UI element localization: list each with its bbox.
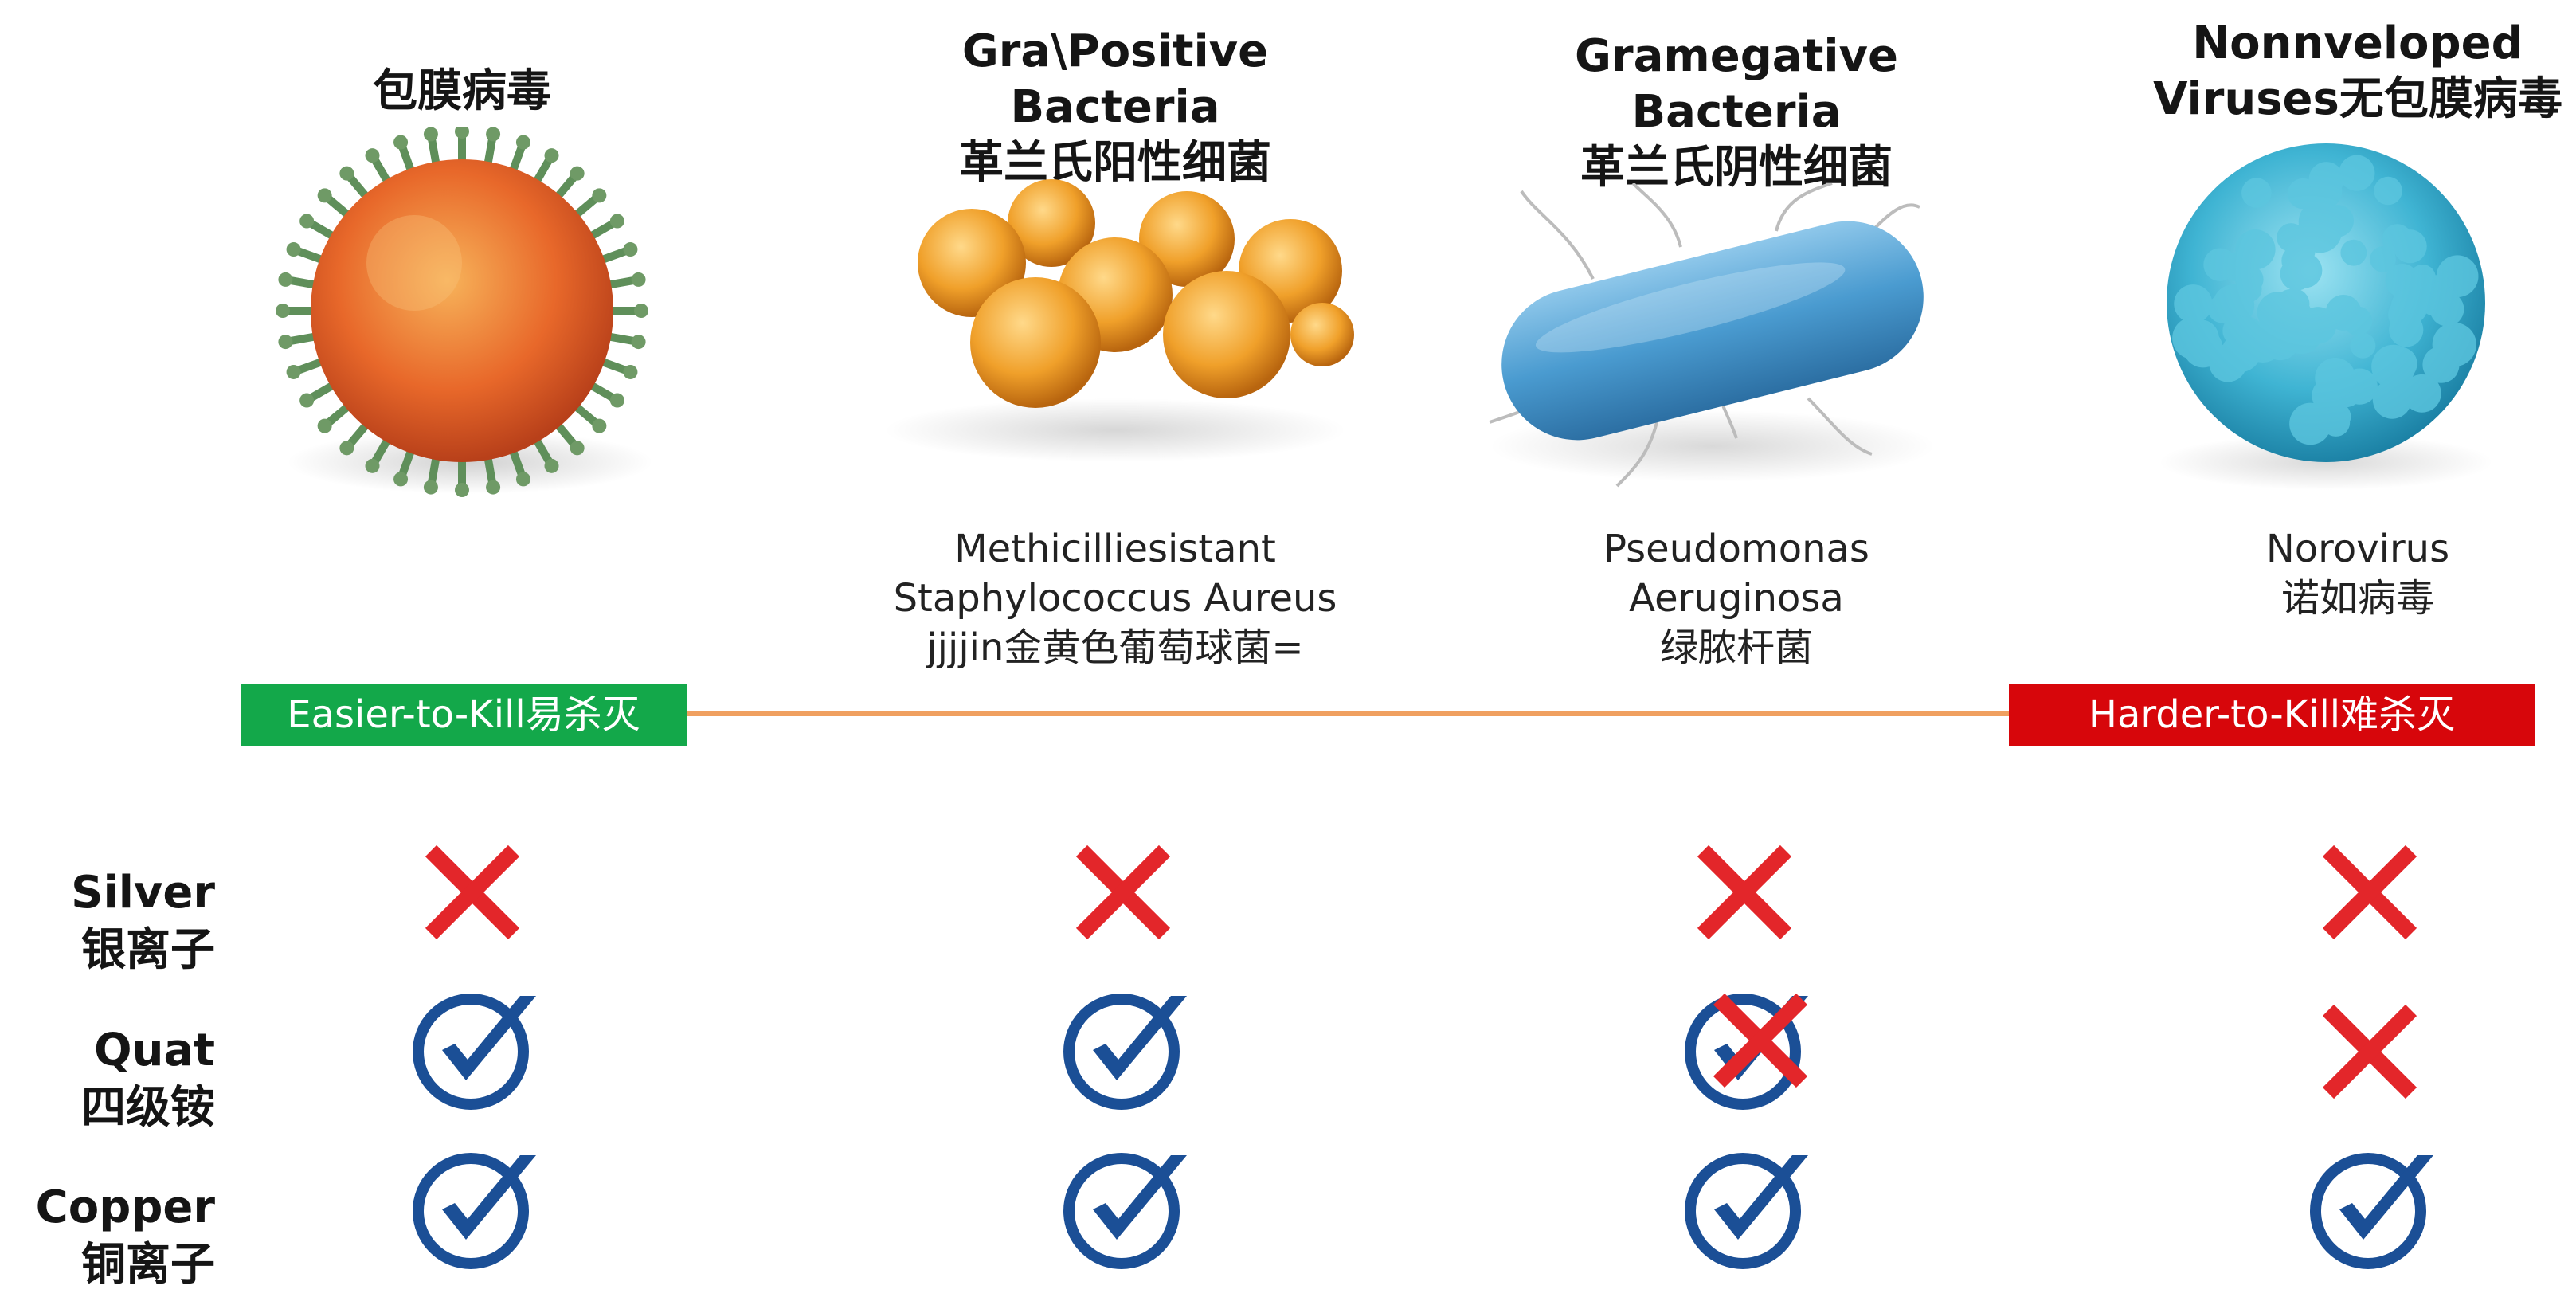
example-line: Staphylococcus Aureus bbox=[893, 576, 1337, 621]
cross-icon bbox=[1075, 845, 1171, 940]
row-label-quat: Quat 四级铵 bbox=[0, 1022, 215, 1137]
row-label-line: 铜离子 bbox=[81, 1239, 215, 1291]
example-line: Methicilliesistant bbox=[954, 527, 1276, 571]
row-label-line: 银离子 bbox=[81, 924, 215, 976]
check-icon bbox=[1063, 994, 1187, 1110]
column-title-gram-positive: Gra\Positive Bacteria 革兰氏阳性细菌 bbox=[828, 24, 1402, 191]
example-line: Norovirus bbox=[2265, 527, 2450, 571]
check-icon bbox=[413, 994, 536, 1110]
title-line: 革兰氏阳性细菌 bbox=[959, 137, 1271, 189]
row-label-line: Quat bbox=[93, 1025, 215, 1076]
row-label-silver: Silver 银离子 bbox=[0, 864, 215, 979]
title-line: Nonnveloped bbox=[2192, 18, 2523, 69]
check-icon bbox=[1063, 1153, 1187, 1269]
row-label-copper: Copper 铜离子 bbox=[0, 1179, 215, 1294]
example-nonenveloped: Norovirus 诺如病毒 bbox=[2119, 524, 2576, 623]
title-line: 革兰氏阴性细菌 bbox=[1580, 142, 1893, 194]
example-line: jjjjin金黄色葡萄球菌= bbox=[926, 625, 1304, 670]
gram-positive-bacteria-illustration bbox=[884, 179, 1354, 462]
example-line: Aeruginosa bbox=[1629, 576, 1844, 621]
difficulty-scale-line bbox=[685, 711, 2015, 716]
title-line: Bacteria bbox=[1631, 86, 1842, 138]
title-line: Bacteria bbox=[1010, 81, 1220, 133]
column-title-enveloped-virus: 包膜病毒 bbox=[303, 64, 621, 120]
gram-negative-bacteria-illustration bbox=[1489, 183, 1936, 488]
partial-check-cross-icon bbox=[1685, 993, 1808, 1110]
example-line: Pseudomonas bbox=[1603, 527, 1869, 571]
row-label-line: Copper bbox=[35, 1182, 215, 1233]
cross-icon bbox=[1697, 845, 1792, 940]
cross-icon bbox=[2322, 1004, 2417, 1099]
example-line: 绿脓杆菌 bbox=[1659, 625, 1813, 670]
check-icon bbox=[413, 1153, 536, 1269]
title-line: Viruses无包膜病毒 bbox=[2153, 73, 2562, 125]
column-title-gram-negative: Gramegative Bacteria 革兰氏阴性细菌 bbox=[1450, 29, 2023, 196]
check-icon bbox=[2310, 1153, 2433, 1269]
enveloped-virus-illustration bbox=[276, 127, 653, 497]
title-line: 包膜病毒 bbox=[373, 65, 551, 117]
example-gram-negative: Pseudomonas Aeruginosa 绿脓杆菌 bbox=[1434, 524, 2039, 672]
cross-icon bbox=[425, 845, 520, 940]
row-label-line: Silver bbox=[71, 867, 215, 919]
cross-icon bbox=[2322, 845, 2417, 940]
row-label-line: 四级铵 bbox=[81, 1082, 215, 1134]
title-line: Gra\Positive bbox=[961, 25, 1269, 77]
example-gram-positive: Methicilliesistant Staphylococcus Aureus… bbox=[797, 524, 1434, 672]
title-line: Gramegative bbox=[1574, 30, 1899, 82]
easier-to-kill-badge: Easier-to-Kill易杀灭 bbox=[241, 684, 687, 746]
nonenveloped-virus-illustration bbox=[2159, 143, 2493, 490]
check-icon bbox=[1685, 1153, 1808, 1269]
harder-to-kill-badge: Harder-to-Kill难杀灭 bbox=[2009, 684, 2535, 746]
example-line: 诺如病毒 bbox=[2280, 576, 2434, 621]
column-title-nonenveloped-virus: Nonnveloped Viruses无包膜病毒 bbox=[2071, 16, 2576, 127]
